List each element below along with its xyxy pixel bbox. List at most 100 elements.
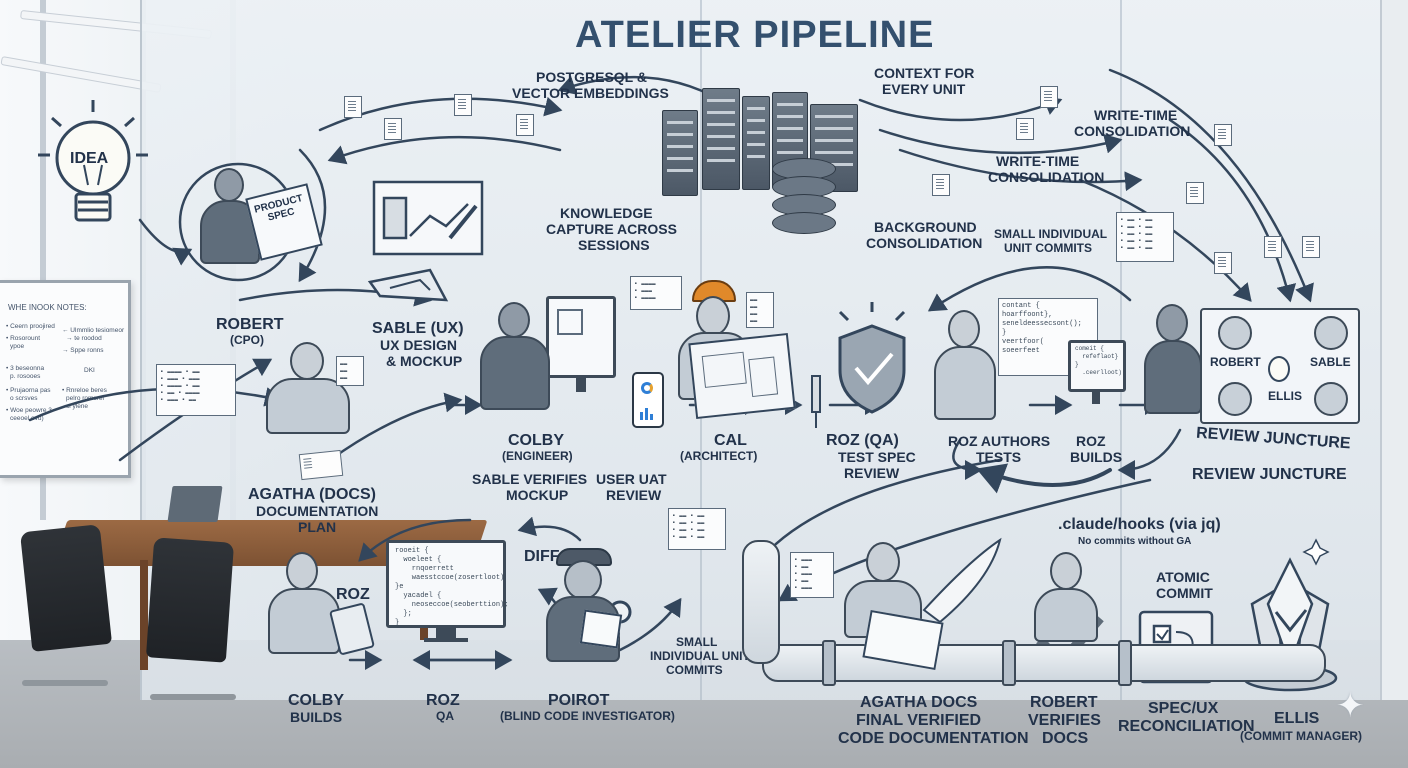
whiteboard-note: p. rosooes [10, 373, 41, 380]
robert-verifies-line-2: VERIFIES [1028, 712, 1101, 729]
plan-card: ▪ ▬▬▬▬ ▪ ▬▬▪ ▬▬▬ ▪ ▬▬▬▪ ▬▬▬▬ ▪ ▬▬▪ ▬▬ ▪ … [156, 364, 236, 416]
phone-bar [640, 412, 643, 420]
roz-head [948, 310, 980, 348]
pipe-joint [1002, 640, 1016, 686]
window-mullion [40, 0, 46, 520]
small-commits-bottom-line-1: SMALL [676, 635, 718, 649]
postgres-line-2: VECTOR EMBEDDINGS [512, 85, 669, 101]
document-icon [384, 118, 402, 140]
background-line-2: CONSOLIDATION [866, 235, 983, 251]
phone-bar [645, 408, 648, 420]
write-time-1-line-1: WRITE-TIME [1094, 107, 1178, 123]
agatha-body [266, 378, 350, 434]
whiteboard-note: ypoe [10, 343, 25, 350]
colby-body [480, 336, 550, 410]
code-line: comeit { [1075, 345, 1104, 352]
code-line: rnqoerrett [395, 565, 454, 573]
paper-icon [579, 609, 623, 649]
chair-base [22, 680, 108, 686]
document-icon [1040, 86, 1058, 108]
server-icon [662, 110, 698, 196]
code-line: } [1075, 361, 1079, 368]
review-panel: ROBERT SABLE ELLIS [1200, 308, 1360, 424]
code-line: } [395, 619, 400, 627]
monitor-stand [436, 628, 456, 638]
atomic-commit-line-1: ATOMIC [1156, 569, 1210, 585]
cal-card-2: ▬▬▬▬▬▬▬▬ [746, 292, 774, 328]
review-juncture-label: REVIEW JUNCTURE [1192, 466, 1347, 483]
whiteboard-note: → te roodod [66, 335, 102, 342]
agatha-final-line-1: AGATHA DOCS [860, 694, 978, 711]
small-commits-top-line-2: UNIT COMMITS [1004, 241, 1092, 255]
ellis-name: ELLIS [1274, 710, 1320, 727]
robert-head [214, 168, 244, 202]
roz-builds-line-1: ROZ [1076, 433, 1106, 449]
code-line: veertfoor( [1002, 338, 1045, 346]
review-member: ROBERT [1210, 355, 1261, 369]
sparkle-icon: ✦ [1336, 686, 1365, 726]
colby-builds-head [286, 552, 318, 590]
sable-verifies-line-1: SABLE VERIFIES [472, 471, 588, 487]
hooks-line-1: .claude/hooks (via jq) [1058, 516, 1221, 533]
write-time-1-line-2: CONSOLIDATION [1074, 123, 1191, 139]
whiteboard-note: ceeoel ovu) [10, 415, 44, 422]
screen-code: comeit { refeflaot} } .ceerlloot) [1075, 345, 1122, 377]
roz-qa-name: ROZ (QA) [826, 432, 899, 449]
roz-bottom-line-2: QA [436, 709, 454, 723]
document-icon [1214, 252, 1232, 274]
phone-icon [632, 372, 664, 428]
poirot-head [564, 560, 602, 600]
database-icon [772, 212, 836, 234]
robert-role: (CPO) [230, 333, 264, 347]
shield-icon [838, 302, 906, 414]
robert-final-head [1050, 552, 1082, 590]
whiteboard-note: cl ylene [66, 403, 89, 410]
agatha-final-head [866, 542, 900, 582]
code-line: waesstccoe(zosertloot) [395, 574, 505, 582]
whiteboard-heading: WHE ΙΝΟΟΚ NOTES: [8, 303, 87, 312]
code-line: yacadel { [395, 592, 442, 600]
quill-icon [922, 537, 1002, 624]
code-line: }; [395, 610, 412, 618]
agatha-final-line-2: FINAL VERIFIED [856, 712, 982, 729]
sable-name: SABLE (UX) [372, 320, 464, 337]
background-line-1: BACKGROUND [874, 219, 977, 235]
spec-ux-line-1: SPEC/UX [1148, 700, 1219, 717]
code-line: hoarffoont}, [1002, 311, 1053, 319]
roz-authors-line-2: TESTS [976, 449, 1022, 465]
whiteboard-note: • Ceern proojired [6, 323, 55, 330]
side-wall [1380, 0, 1408, 700]
cal-card: ▪ ▬▬▬▬▪ ▬▬▬▪ ▬▬▬▬ [630, 276, 682, 310]
mini-card: ▬▬▬▬▬▬ [336, 356, 364, 386]
whiteboard: WHE ΙΝΟΟΚ NOTES: • Ceern proojired • Ros… [0, 280, 131, 478]
roz-qa-line-2: TEST SPEC [838, 449, 916, 465]
write-time-2-line-1: WRITE-TIME [996, 153, 1080, 169]
code-line: .ceerlloot) [1075, 369, 1122, 376]
pipeline-tube [762, 644, 1326, 682]
sable-line-3: & MOCKUP [386, 353, 463, 369]
roz-monitor: comeit { refeflaot} } .ceerlloot) [1068, 340, 1126, 392]
idea-bulb-icon [1268, 356, 1290, 382]
colby-role: (ENGINEER) [502, 449, 573, 463]
small-commits-bottom-line-3: COMMITS [666, 663, 723, 677]
code-line: contant { [1002, 302, 1040, 310]
server-icon [702, 88, 740, 190]
small-commits-bottom-line-2: INDIVIDUAL UNIT [650, 649, 750, 663]
server-icon [742, 96, 770, 190]
robert-name: ROBERT [216, 316, 284, 333]
code-line: woeleet { [395, 556, 442, 564]
document-icon [298, 449, 344, 481]
sable-verifies-line-2: MOCKUP [506, 487, 569, 503]
diagram-title: ATELIER PIPELINE [575, 14, 935, 56]
code-line: rooeit { [395, 547, 429, 555]
diff-label: DIFF [524, 548, 560, 565]
roz-small-label: ROZ [336, 586, 370, 603]
code-line: }e [395, 583, 404, 591]
avatar [1218, 316, 1252, 350]
phone-bar [650, 414, 653, 420]
knowledge-line-2: CAPTURE ACROSS [546, 221, 677, 237]
code-line: neoseccoe(seoberttion); [395, 601, 509, 609]
whiteboard-note: → Sppe ronns [62, 347, 104, 354]
robert-verifies-line-1: ROBERT [1030, 694, 1098, 711]
reviewer-head [1156, 304, 1188, 342]
